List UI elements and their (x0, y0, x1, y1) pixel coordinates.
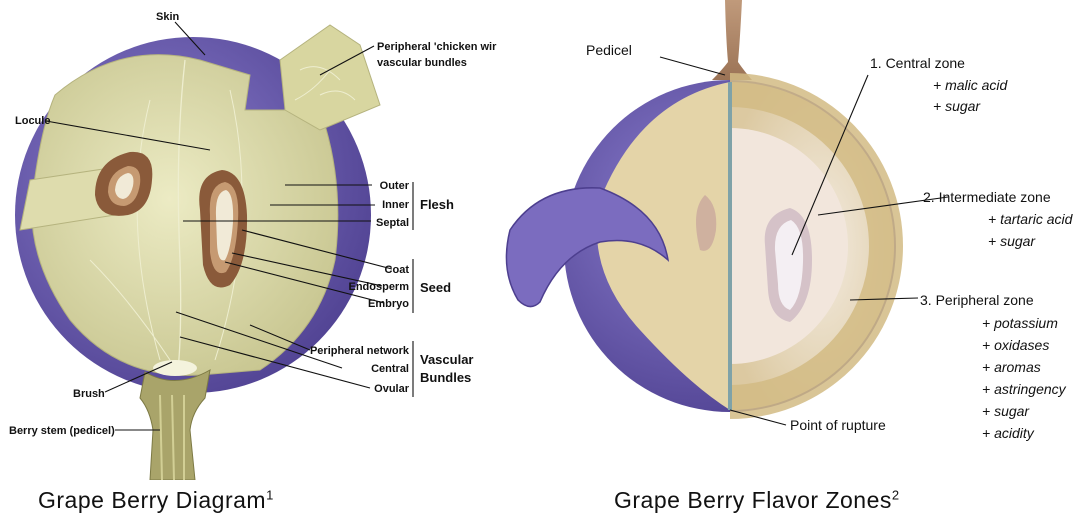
label-ovular: Ovular (374, 383, 410, 395)
left-grape-peeled-skin (280, 25, 380, 130)
caption-left-footnote: 1 (266, 487, 274, 502)
label-peripheral-network: Peripheral network (310, 345, 410, 357)
zone-1-title: 1. Central zone (870, 55, 965, 71)
zone-2-title: 2. Intermediate zone (923, 189, 1051, 205)
zone-3-component: + astringency (982, 381, 1067, 397)
zone-3-title: 3. Peripheral zone (920, 292, 1034, 308)
label-peripheral-chicken-2: vascular bundles (377, 57, 467, 69)
group-vascular-2: Bundles (420, 370, 471, 385)
label-berry-stem: Berry stem (pedicel) (9, 425, 115, 437)
zone-3-component: + aromas (982, 359, 1041, 375)
zone-1-component: + sugar (933, 98, 981, 114)
right-grape-diagram: Pedicel Point of rupture 1. Central zone… (506, 0, 1073, 441)
label-pedicel: Pedicel (586, 42, 632, 58)
label-coat: Coat (385, 264, 410, 276)
label-outer: Outer (380, 180, 410, 192)
zone-3-component: + acidity (982, 425, 1035, 441)
caption-right-text: Grape Berry Flavor Zones (614, 487, 892, 513)
caption-right: Grape Berry Flavor Zones2 (614, 487, 900, 514)
label-inner: Inner (382, 199, 410, 211)
zone-2-component: + sugar (988, 233, 1036, 249)
group-seed: Seed (420, 280, 451, 295)
caption-left: Grape Berry Diagram1 (38, 487, 274, 514)
caption-left-text: Grape Berry Diagram (38, 487, 266, 513)
label-skin: Skin (156, 11, 180, 23)
zone-3-component: + sugar (982, 403, 1030, 419)
zone-3-component: + oxidases (982, 337, 1049, 353)
label-embryo: Embryo (368, 298, 409, 310)
left-berry-stem (140, 370, 210, 480)
left-grape-diagram: Skin Peripheral 'chicken wir vascular bu… (9, 11, 497, 480)
group-flesh: Flesh (420, 197, 454, 212)
right-pedicel (712, 0, 752, 80)
label-septal: Septal (376, 217, 409, 229)
diagrams-canvas: Skin Peripheral 'chicken wir vascular bu… (0, 0, 1086, 480)
group-vascular-1: Vascular (420, 352, 474, 367)
zone-3-component: + potassium (982, 315, 1058, 331)
label-brush: Brush (73, 388, 105, 400)
label-locule: Locule (15, 115, 50, 127)
label-endosperm: Endosperm (348, 281, 409, 293)
label-point-of-rupture: Point of rupture (790, 417, 886, 433)
caption-right-footnote: 2 (892, 487, 900, 502)
zone-2-component: + tartaric acid (988, 211, 1074, 227)
label-central: Central (371, 363, 409, 375)
zone-1-component: + malic acid (933, 77, 1009, 93)
label-peripheral-chicken-1: Peripheral 'chicken wir (377, 41, 497, 53)
